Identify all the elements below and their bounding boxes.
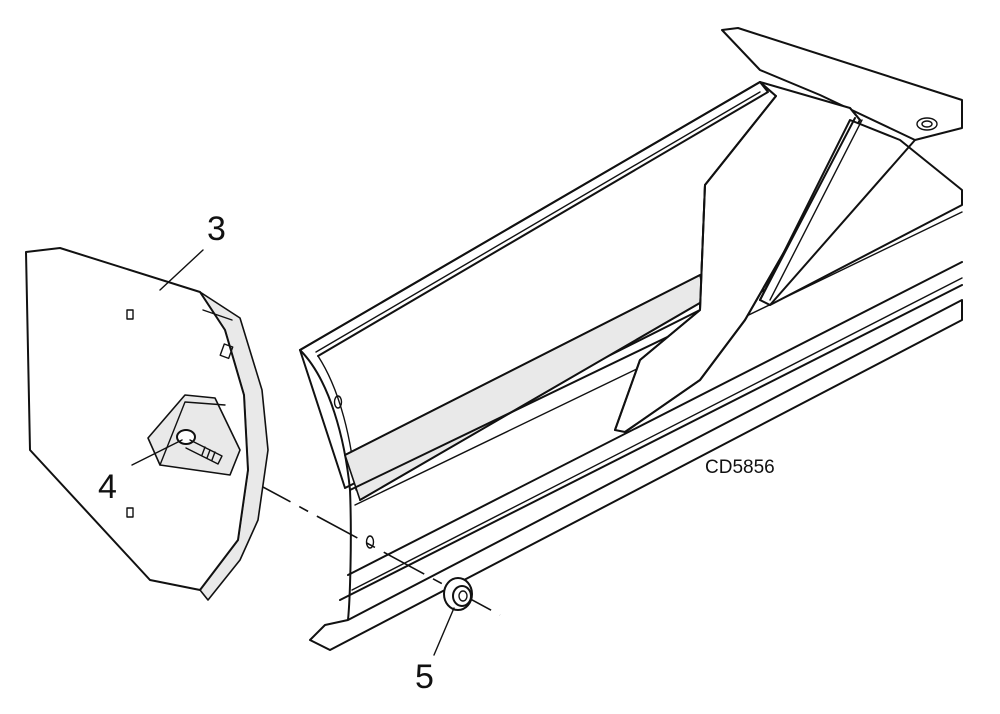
callout-3: 3 [207, 210, 226, 248]
end-plate [25, 247, 269, 601]
callout-5: 5 [415, 658, 434, 696]
plate-slot-top [126, 309, 134, 320]
top-flange [721, 27, 963, 141]
channel-body [299, 81, 963, 651]
callout-4: 4 [98, 468, 117, 506]
plate-slot-bottom [126, 507, 134, 518]
drawing-code: CD5856 [705, 457, 775, 478]
leader-3 [159, 249, 204, 291]
nut-washer [443, 577, 473, 611]
end-hole-lower [365, 535, 375, 549]
flange-hole [916, 117, 938, 131]
leader-5 [433, 607, 455, 656]
leader-4 [131, 439, 183, 466]
diagonal-braces [614, 81, 963, 433]
end-hole-upper [333, 395, 343, 409]
